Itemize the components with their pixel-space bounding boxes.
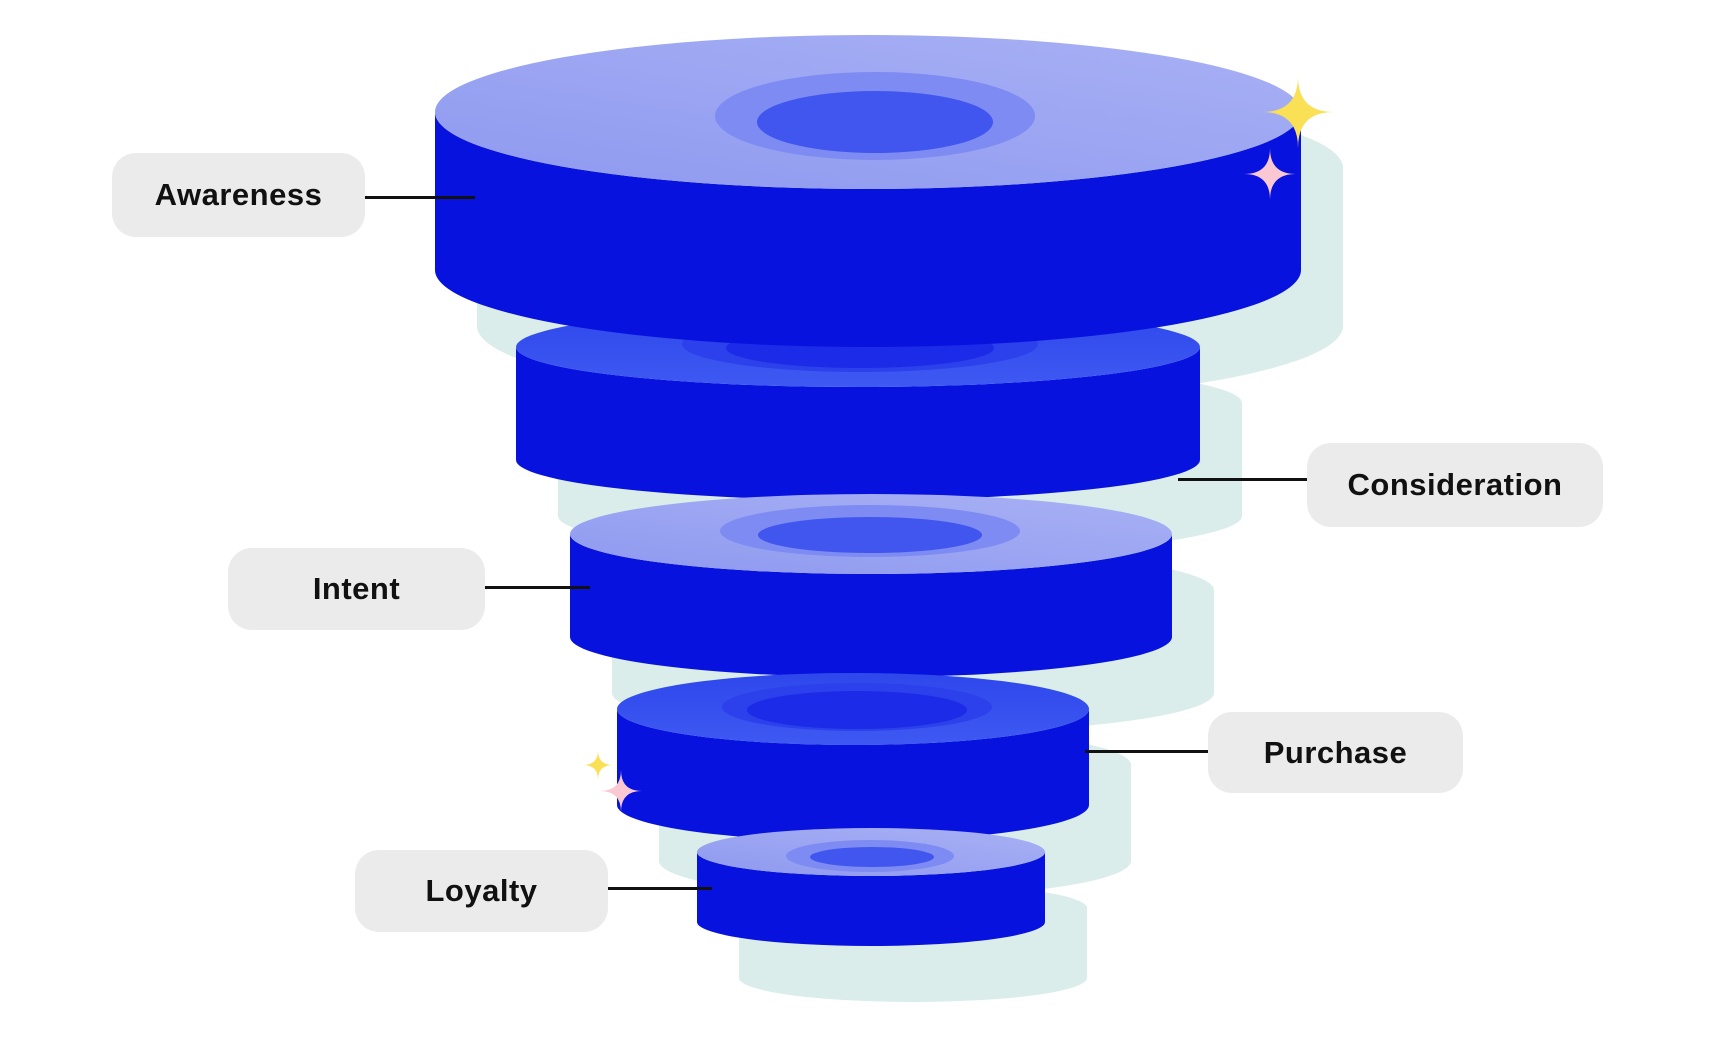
connector-intent <box>485 586 590 589</box>
connector-awareness <box>365 196 475 199</box>
disc-hole <box>747 691 967 729</box>
connector-purchase <box>1085 750 1208 753</box>
stage-label-loyalty: Loyalty <box>355 850 608 932</box>
connector-loyalty <box>608 887 712 890</box>
disc-side <box>570 534 1172 677</box>
stage-label-consideration: Consideration <box>1307 443 1603 527</box>
sparkle-pink-small-icon <box>600 770 642 812</box>
disc-side <box>617 709 1089 841</box>
connector-consideration <box>1178 478 1307 481</box>
stage-label-purchase: Purchase <box>1208 712 1463 793</box>
sparkle-yellow-large-icon <box>1262 76 1334 148</box>
disc-hole <box>758 517 982 553</box>
funnel-disc-purchase <box>617 673 1089 841</box>
stage-label-awareness: Awareness <box>112 153 365 237</box>
sparkle-pink-large-icon <box>1244 148 1296 200</box>
funnel-disc-intent <box>570 494 1172 677</box>
disc-side <box>516 347 1200 500</box>
disc-hole <box>810 847 934 867</box>
stage-label-intent: Intent <box>228 548 485 630</box>
funnel-disc-awareness <box>435 35 1301 347</box>
disc-side <box>435 112 1301 347</box>
disc-hole <box>757 91 993 153</box>
sparkles <box>583 76 1334 812</box>
disc-side <box>697 852 1045 946</box>
funnel-disc-loyalty <box>697 828 1045 946</box>
sparkle-yellow-small-icon <box>583 750 613 780</box>
